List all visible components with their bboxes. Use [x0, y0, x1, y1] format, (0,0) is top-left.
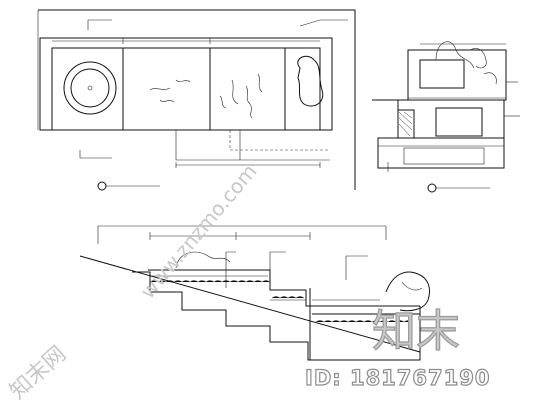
watermark-id-label: ID: 181767190	[304, 365, 491, 390]
side-section	[372, 41, 520, 193]
watermark-logo-text: 知末网	[5, 342, 71, 405]
watermark-brand-text: 知末	[372, 306, 460, 357]
round-basin	[63, 61, 117, 115]
long-section	[79, 225, 431, 361]
plan-view	[37, 9, 356, 191]
